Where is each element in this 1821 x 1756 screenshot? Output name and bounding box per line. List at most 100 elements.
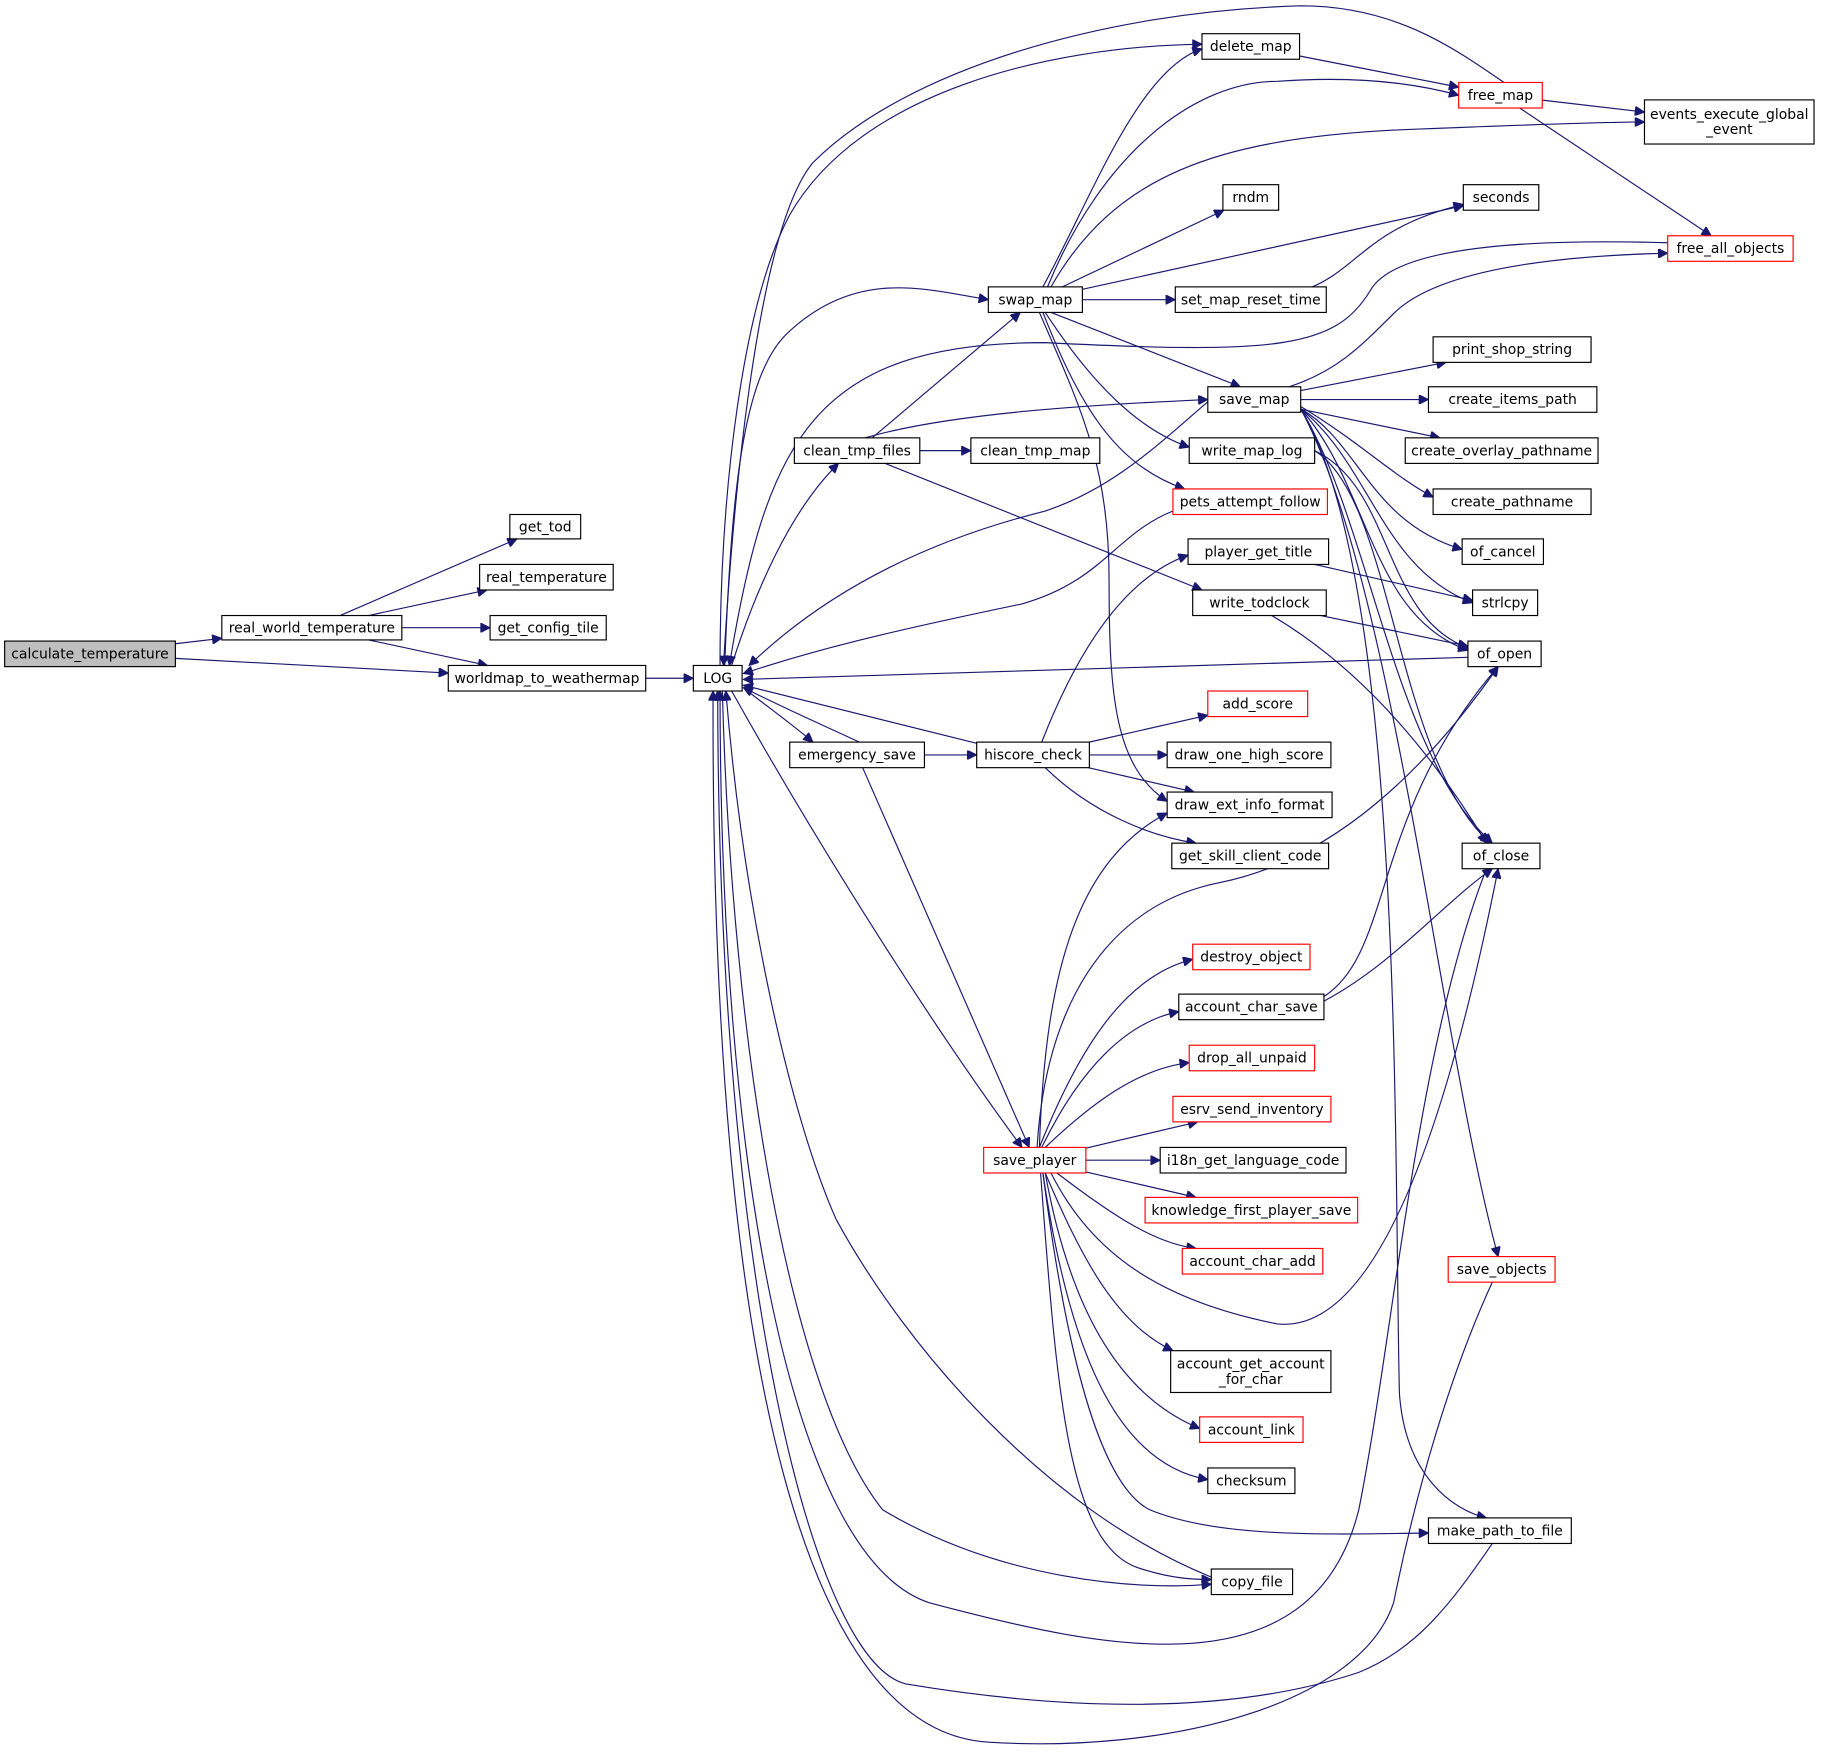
node-make-path-to-file[interactable]: make_path_to_file bbox=[1427, 1517, 1572, 1545]
node-box[interactable] bbox=[1199, 1416, 1304, 1443]
node-box[interactable] bbox=[1192, 589, 1327, 617]
node-save-map[interactable]: save_map bbox=[1207, 386, 1302, 413]
node-box[interactable] bbox=[1432, 488, 1592, 516]
node-destroy-object[interactable]: destroy_object bbox=[1192, 943, 1311, 971]
node-box[interactable] bbox=[1178, 993, 1325, 1021]
node-box[interactable] bbox=[489, 614, 607, 641]
node-seconds[interactable]: seconds bbox=[1462, 184, 1540, 211]
node-box[interactable] bbox=[221, 614, 403, 641]
node-drop-all-unpaid[interactable]: drop_all_unpaid bbox=[1188, 1044, 1316, 1072]
node-player-get-title[interactable]: player_get_title bbox=[1187, 538, 1330, 566]
node-create-overlay-pathname[interactable]: create_overlay_pathname bbox=[1404, 437, 1599, 464]
node-checksum[interactable]: checksum bbox=[1207, 1467, 1296, 1495]
node-box[interactable] bbox=[1462, 184, 1540, 211]
node-box[interactable] bbox=[1667, 235, 1794, 262]
node-box[interactable] bbox=[1207, 690, 1309, 718]
node-clean-tmp-files[interactable]: clean_tmp_files bbox=[793, 437, 921, 464]
node-hiscore-check[interactable]: hiscore_check bbox=[976, 741, 1090, 769]
node-save-player[interactable]: save_player bbox=[983, 1146, 1087, 1174]
node-calculate-temperature[interactable]: calculate_temperature bbox=[4, 640, 176, 668]
node-box[interactable] bbox=[1467, 640, 1542, 668]
node-box[interactable] bbox=[1172, 488, 1329, 516]
node-of-cancel[interactable]: of_cancel bbox=[1461, 538, 1545, 566]
node-box[interactable] bbox=[1472, 589, 1539, 617]
node-get-tod[interactable]: get_tod bbox=[509, 513, 582, 540]
node-save-objects[interactable]: save_objects bbox=[1447, 1256, 1556, 1283]
node-box[interactable] bbox=[976, 741, 1090, 769]
node-box[interactable] bbox=[793, 437, 921, 464]
node-pets-attempt-follow[interactable]: pets_attempt_follow bbox=[1172, 488, 1329, 516]
node-of-close[interactable]: of_close bbox=[1461, 842, 1541, 870]
node-box[interactable] bbox=[1210, 1568, 1294, 1596]
node-box[interactable] bbox=[789, 741, 926, 769]
node-box[interactable] bbox=[4, 640, 176, 668]
node-box[interactable] bbox=[1170, 1350, 1332, 1394]
node-rndm[interactable]: rndm bbox=[1222, 184, 1280, 211]
node-account-get-account-for-char[interactable]: account_get_account_for_char bbox=[1170, 1350, 1332, 1394]
node-create-pathname[interactable]: create_pathname bbox=[1432, 488, 1592, 516]
node-free-all-objects[interactable]: free_all_objects bbox=[1667, 235, 1794, 262]
node-box[interactable] bbox=[447, 664, 647, 692]
node-add-score[interactable]: add_score bbox=[1207, 690, 1309, 718]
node-box[interactable] bbox=[1181, 1247, 1324, 1275]
node-account-char-save[interactable]: account_char_save bbox=[1178, 993, 1325, 1021]
node-i18n-get-language-code[interactable]: i18n_get_language_code bbox=[1159, 1146, 1347, 1174]
node-box[interactable] bbox=[1222, 184, 1280, 211]
node-box[interactable] bbox=[987, 286, 1083, 314]
node-box[interactable] bbox=[1207, 1467, 1296, 1495]
node-get-skill-client-code[interactable]: get_skill_client_code bbox=[1171, 842, 1330, 870]
node-strlcpy[interactable]: strlcpy bbox=[1472, 589, 1539, 617]
node-write-todclock[interactable]: write_todclock bbox=[1192, 589, 1327, 617]
node-box[interactable] bbox=[1171, 842, 1330, 870]
node-box[interactable] bbox=[1461, 842, 1541, 870]
node-clean-tmp-map[interactable]: clean_tmp_map bbox=[970, 437, 1101, 464]
node-box[interactable] bbox=[1188, 437, 1316, 464]
node-real-world-temperature[interactable]: real_world_temperature bbox=[221, 614, 403, 641]
node-box[interactable] bbox=[1427, 1517, 1572, 1545]
node-swap-map[interactable]: swap_map bbox=[987, 286, 1083, 314]
node-write-map-log[interactable]: write_map_log bbox=[1188, 437, 1316, 464]
node-box[interactable] bbox=[509, 513, 582, 540]
node-box[interactable] bbox=[1201, 33, 1301, 60]
node-delete-map[interactable]: delete_map bbox=[1201, 33, 1301, 60]
node-draw-one-high-score[interactable]: draw_one_high_score bbox=[1166, 741, 1332, 769]
node-box[interactable] bbox=[1207, 386, 1302, 413]
node-box[interactable] bbox=[1187, 538, 1330, 566]
node-box[interactable] bbox=[1192, 943, 1311, 971]
node-account-char-add[interactable]: account_char_add bbox=[1181, 1247, 1324, 1275]
node-draw-ext-info-format[interactable]: draw_ext_info_format bbox=[1166, 791, 1333, 819]
node-get-config-tile[interactable]: get_config_tile bbox=[489, 614, 607, 641]
node-box[interactable] bbox=[1166, 791, 1333, 819]
node-box[interactable] bbox=[1432, 336, 1592, 363]
node-box[interactable] bbox=[1174, 286, 1327, 314]
node-create-items-path[interactable]: create_items_path bbox=[1427, 386, 1598, 413]
node-free-map[interactable]: free_map bbox=[1458, 81, 1543, 109]
node-box[interactable] bbox=[1172, 1095, 1332, 1123]
node-box[interactable] bbox=[1427, 386, 1598, 413]
node-LOG[interactable]: LOG bbox=[692, 664, 743, 692]
node-emergency-save[interactable]: emergency_save bbox=[789, 741, 926, 769]
node-real-temperature[interactable]: real_temperature bbox=[479, 563, 614, 591]
node-box[interactable] bbox=[1166, 741, 1332, 769]
node-knowledge-first-player-save[interactable]: knowledge_first_player_save bbox=[1144, 1196, 1359, 1224]
node-esrv-send-inventory[interactable]: esrv_send_inventory bbox=[1172, 1095, 1332, 1123]
node-copy-file[interactable]: copy_file bbox=[1210, 1568, 1294, 1596]
node-account-link[interactable]: account_link bbox=[1199, 1416, 1304, 1443]
node-box[interactable] bbox=[479, 563, 614, 591]
node-box[interactable] bbox=[983, 1146, 1087, 1174]
node-box[interactable] bbox=[1404, 437, 1599, 464]
node-box[interactable] bbox=[1188, 1044, 1316, 1072]
node-box[interactable] bbox=[692, 664, 743, 692]
node-of-open[interactable]: of_open bbox=[1467, 640, 1542, 668]
node-print-shop-string[interactable]: print_shop_string bbox=[1432, 336, 1592, 363]
node-box[interactable] bbox=[1144, 1196, 1359, 1224]
node-box[interactable] bbox=[1447, 1256, 1556, 1283]
node-box[interactable] bbox=[1461, 538, 1545, 566]
node-box[interactable] bbox=[1458, 81, 1543, 109]
node-events-execute-global-event[interactable]: events_execute_global_event bbox=[1643, 99, 1815, 145]
node-set-map-reset-time[interactable]: set_map_reset_time bbox=[1174, 286, 1327, 314]
node-worldmap-to-weathermap[interactable]: worldmap_to_weathermap bbox=[447, 664, 647, 692]
node-box[interactable] bbox=[1159, 1146, 1347, 1174]
node-box[interactable] bbox=[1643, 99, 1815, 145]
node-box[interactable] bbox=[970, 437, 1101, 464]
